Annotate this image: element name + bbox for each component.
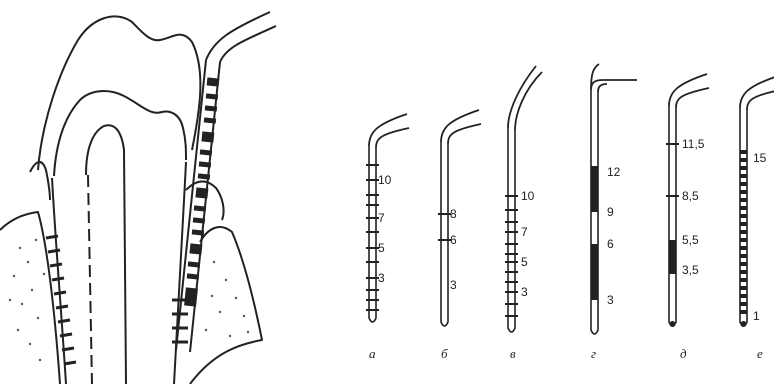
- probe-mark-label: 6: [607, 237, 614, 251]
- probe-dark-band: [591, 244, 598, 300]
- probe-dash: [740, 294, 747, 298]
- probe-1: 10 7 5 3 а: [366, 114, 409, 361]
- probe-dash: [740, 222, 747, 226]
- probe-dash: [740, 286, 747, 290]
- probe-mark-label: 10: [521, 189, 535, 203]
- probe-hook: [441, 110, 481, 144]
- probe-mark-label: 5: [378, 241, 385, 255]
- probe-mark-label: 3: [607, 293, 614, 307]
- probe-mark-label: 3,5: [682, 263, 699, 277]
- probe-dash: [740, 254, 747, 258]
- probe-hook: [591, 64, 637, 92]
- probe-in-pocket: [176, 12, 276, 352]
- probe-dark-band: [669, 240, 676, 274]
- probe-hook: [508, 66, 542, 130]
- probe-dash: [740, 246, 747, 250]
- probe-dash: [740, 270, 747, 274]
- bone-stipple: [9, 239, 249, 361]
- probe-dash: [740, 310, 747, 314]
- probe-ball-tip: [670, 321, 676, 327]
- probe-hook: [669, 74, 709, 108]
- probe-3: 10 7 5 3 в: [505, 66, 542, 361]
- probe-5: 11,5 8,5 5,5 3,5 д: [666, 74, 709, 361]
- probe-6: 15 1 е: [740, 76, 774, 361]
- probe-shaft: [669, 106, 676, 326]
- pulp-canal-left: [88, 175, 92, 384]
- probe-dash: [740, 190, 747, 194]
- tooth-illustration: [0, 16, 262, 384]
- probe-dash: [740, 262, 747, 266]
- probe-mark-label: 15: [753, 151, 767, 165]
- probe-dash: [740, 198, 747, 202]
- probe-caption: д: [680, 346, 687, 361]
- probe-mark-label: 7: [521, 225, 528, 239]
- probe-shaft: [369, 146, 376, 322]
- probe-mark-label: 8,5: [682, 189, 699, 203]
- probe-caption: б: [441, 346, 448, 361]
- probe-mark-label: 9: [607, 205, 614, 219]
- probe-mark-label: 1: [753, 309, 760, 323]
- probe-mark-label: 5: [521, 255, 528, 269]
- probe-shaft: [508, 128, 515, 332]
- probe-hook: [740, 76, 774, 110]
- probe-dash: [740, 150, 747, 154]
- pocket-hatching: [46, 236, 188, 364]
- probe-set: 10 7 5 3 а 8 6 3 б 10 7 5 3 в 12 9 6 3 г 11,5 8,5 5,5 3,5 д 15 1 е: [366, 64, 774, 361]
- probe-dash: [740, 278, 747, 282]
- probe-dash: [740, 230, 747, 234]
- probe-2: 8 6 3 б: [438, 110, 481, 361]
- probe-dash: [740, 174, 747, 178]
- probe-caption: е: [757, 346, 763, 361]
- probe-mark-label: 5,5: [682, 233, 699, 247]
- probe-mark-label: 8: [450, 207, 457, 221]
- probe-dash: [740, 206, 747, 210]
- gingiva-left: [30, 162, 50, 200]
- probe-shaft: [441, 142, 448, 326]
- probe-dash: [740, 166, 747, 170]
- probe-dash: [740, 214, 747, 218]
- probe-dash: [740, 158, 747, 162]
- probe-mark-label: 3: [378, 271, 385, 285]
- probe-dark-band: [591, 166, 598, 212]
- probe-caption: г: [591, 346, 596, 361]
- probe-dash: [740, 238, 747, 242]
- probe-mark-label: 12: [607, 165, 621, 179]
- probe-mark-label: 3: [450, 278, 457, 292]
- probe-mark-label: 11,5: [682, 137, 705, 151]
- probe-ball-tip: [741, 321, 747, 327]
- probe-mark-label: 3: [521, 285, 528, 299]
- probe-dash: [740, 182, 747, 186]
- probe-mark-label: 7: [378, 211, 385, 225]
- probe-mark-label: 6: [450, 233, 457, 247]
- probe-4: 12 9 6 3 г: [591, 64, 637, 361]
- probe-hook: [369, 114, 409, 148]
- probe-caption: в: [510, 346, 516, 361]
- probe-dash: [740, 302, 747, 306]
- probe-mark-label: 10: [378, 173, 392, 187]
- probe-caption: а: [369, 346, 376, 361]
